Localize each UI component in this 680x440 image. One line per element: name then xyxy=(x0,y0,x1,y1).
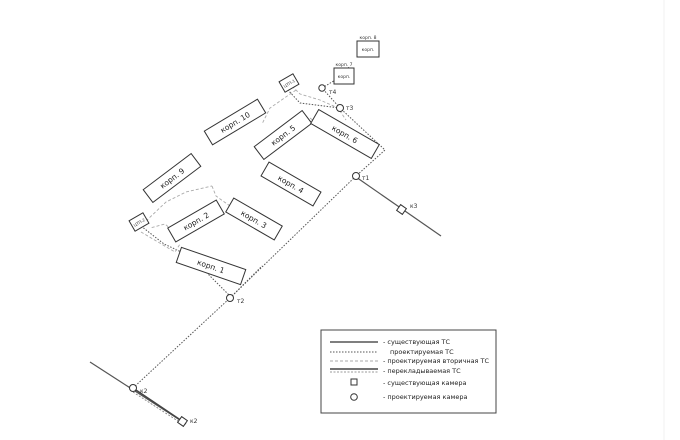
building-label: корп. 7 xyxy=(336,62,353,68)
legend-projected-line: проектируемая ТС xyxy=(390,348,454,356)
svg-text:корп.: корп. xyxy=(362,48,375,53)
chamber-k3 xyxy=(395,203,408,216)
building-korp-1: корп. 1 xyxy=(175,246,247,286)
building-korp-4: корп. 4 xyxy=(260,161,322,207)
legend-circle-icon xyxy=(350,393,358,401)
building-korp-10: корп. 10 xyxy=(203,98,267,146)
node-label-t4: т4 xyxy=(329,89,336,96)
building-korp-7: корп. корп. 7 xyxy=(333,62,355,85)
legend-relaid-line: - перекладываемая ТС xyxy=(383,367,461,375)
existing-line-east xyxy=(355,176,442,237)
node-label-k3: к3 xyxy=(410,203,418,210)
building-korp-2: корп. 2 xyxy=(167,199,225,243)
node-label-k2-existing: к2 xyxy=(190,418,198,425)
legend-square-icon xyxy=(350,378,358,386)
node-label-k2: к2 xyxy=(140,388,148,395)
svg-text:корп.: корп. xyxy=(338,75,351,80)
building-label: корп. 8 xyxy=(360,35,377,41)
building-korp-6: корп. 6 xyxy=(310,108,380,160)
chamber-t4 xyxy=(318,84,326,92)
tp-2: ЦТП-2 xyxy=(128,212,150,232)
node-label-t1: т1 xyxy=(362,175,369,182)
chamber-t2 xyxy=(226,294,234,302)
legend-projected-secondary: - проектируемая вторичная ТС xyxy=(383,357,489,365)
node-label-t3: т3 xyxy=(346,105,353,112)
chamber-t3 xyxy=(336,104,344,112)
chamber-t1 xyxy=(352,172,360,180)
node-label-t2: т2 xyxy=(237,298,244,305)
tp-1: ЦТП-1 xyxy=(278,73,300,93)
chamber-k2 xyxy=(129,384,137,392)
legend-projected-chamber: - проектируемая камера xyxy=(383,393,467,401)
legend-existing-line: - существующая ТС xyxy=(383,338,451,346)
existing-chambers xyxy=(176,203,408,428)
building-korp-3: корп. 3 xyxy=(225,197,283,241)
legend-existing-chamber: - существующая камера xyxy=(383,379,466,387)
relaid-line xyxy=(129,385,185,426)
projected-chambers xyxy=(129,84,360,392)
building-korp-9: корп. 9 xyxy=(142,152,202,204)
legend: - существующая ТС проектируемая ТС - про… xyxy=(320,329,497,414)
chamber-k2-existing xyxy=(176,415,189,428)
building-korp-8: корп. корп. 8 xyxy=(356,35,380,58)
tp-label: ЦТП-2 xyxy=(133,217,147,228)
tp-label: ЦТП-1 xyxy=(283,78,297,89)
building-korp-5: корп. 5 xyxy=(253,109,313,161)
